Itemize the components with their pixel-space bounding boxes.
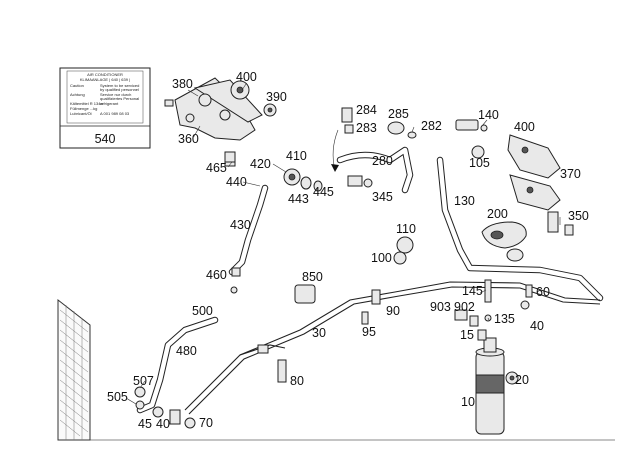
right-bracket bbox=[507, 134, 574, 236]
part-label: 284 bbox=[356, 103, 377, 117]
part-label: 400 bbox=[236, 70, 257, 84]
part-label: 500 bbox=[192, 304, 213, 318]
label-card-line: A 001 989 08 03 bbox=[100, 111, 130, 116]
part-label: 100 bbox=[371, 251, 392, 265]
label-card-line: System to be serviced bbox=[100, 83, 139, 88]
part-label: 445 bbox=[313, 185, 334, 199]
part-label: 380 bbox=[172, 77, 193, 91]
label-card-line: Füllmenge ...kg bbox=[70, 106, 97, 111]
part-label: 345 bbox=[372, 190, 393, 204]
label-card-line: refrigerant bbox=[100, 101, 119, 106]
label-card-line: qualifiziertes Personal bbox=[100, 96, 139, 101]
part-label: 505 bbox=[107, 390, 128, 404]
receiver-drier bbox=[475, 337, 505, 435]
part-label: 200 bbox=[487, 207, 508, 221]
part-label: 430 bbox=[230, 218, 251, 232]
part-label: 903 bbox=[430, 300, 451, 314]
label-card-ref: 540 bbox=[95, 132, 116, 146]
part-label: 460 bbox=[206, 268, 227, 282]
part-label: 110 bbox=[396, 222, 416, 236]
part-label: 280 bbox=[372, 154, 393, 168]
part-label: 440 bbox=[226, 175, 247, 189]
leader-lines bbox=[125, 83, 561, 405]
label-card-line: Lubricant/Öl bbox=[70, 111, 92, 116]
part-label: 20 bbox=[515, 373, 529, 387]
part-label: 282 bbox=[421, 119, 442, 133]
part-label: 95 bbox=[362, 325, 376, 339]
part-label: 443 bbox=[288, 192, 309, 206]
part-label: 283 bbox=[356, 121, 377, 135]
label-card-line: by qualified personnel bbox=[100, 87, 139, 92]
label-card-line: KLIMAANLAGE | 640 | 639 | bbox=[80, 77, 130, 82]
reservoir bbox=[481, 221, 527, 262]
part-label: 105 bbox=[469, 156, 490, 170]
part-label: 80 bbox=[290, 374, 304, 388]
part-label: 30 bbox=[312, 326, 326, 340]
label-card-line: Kältemittel R 134a bbox=[70, 101, 103, 106]
refrigerant-lines bbox=[136, 146, 604, 415]
condenser bbox=[57, 298, 91, 441]
label-card-line: Caution bbox=[70, 83, 84, 88]
part-label: 60 bbox=[536, 285, 550, 299]
part-label: 285 bbox=[388, 107, 409, 121]
part-label: 390 bbox=[266, 90, 287, 104]
part-label: 360 bbox=[178, 132, 199, 146]
part-label: 400 bbox=[514, 120, 535, 134]
label-card-line: Achtung bbox=[70, 92, 85, 97]
part-label: 135 bbox=[494, 312, 515, 326]
part-label: 410 bbox=[286, 149, 307, 163]
part-label: 902 bbox=[454, 300, 475, 314]
label-card-line: AIR CONDITIONER bbox=[87, 72, 123, 77]
part-label: 350 bbox=[568, 209, 589, 223]
part-label: 480 bbox=[176, 344, 197, 358]
part-label: 10 bbox=[461, 395, 475, 409]
part-label: 70 bbox=[199, 416, 213, 430]
part-label: 850 bbox=[302, 270, 323, 284]
label-card: AIR CONDITIONER KLIMAANLAGE | 640 | 639 … bbox=[59, 67, 151, 149]
part-label: 145 bbox=[462, 284, 483, 298]
fittings bbox=[134, 107, 533, 429]
label-card-line: Service nur durch bbox=[100, 92, 131, 97]
part-label: 40 bbox=[156, 417, 170, 431]
part-label: 40 bbox=[530, 319, 544, 333]
part-label: 420 bbox=[250, 157, 271, 171]
part-label: 130 bbox=[454, 194, 475, 208]
part-labels: 380 400 390 360 284 283 285 282 140 400 … bbox=[107, 70, 589, 431]
part-label: 90 bbox=[386, 304, 400, 318]
part-label: 370 bbox=[560, 167, 581, 181]
part-label: 465 bbox=[206, 161, 227, 175]
compressor-bracket bbox=[164, 77, 277, 141]
part-label: 507 bbox=[133, 374, 154, 388]
part-label: 140 bbox=[478, 108, 499, 122]
part-label: 15 bbox=[460, 328, 474, 342]
part-label: 45 bbox=[138, 417, 152, 431]
